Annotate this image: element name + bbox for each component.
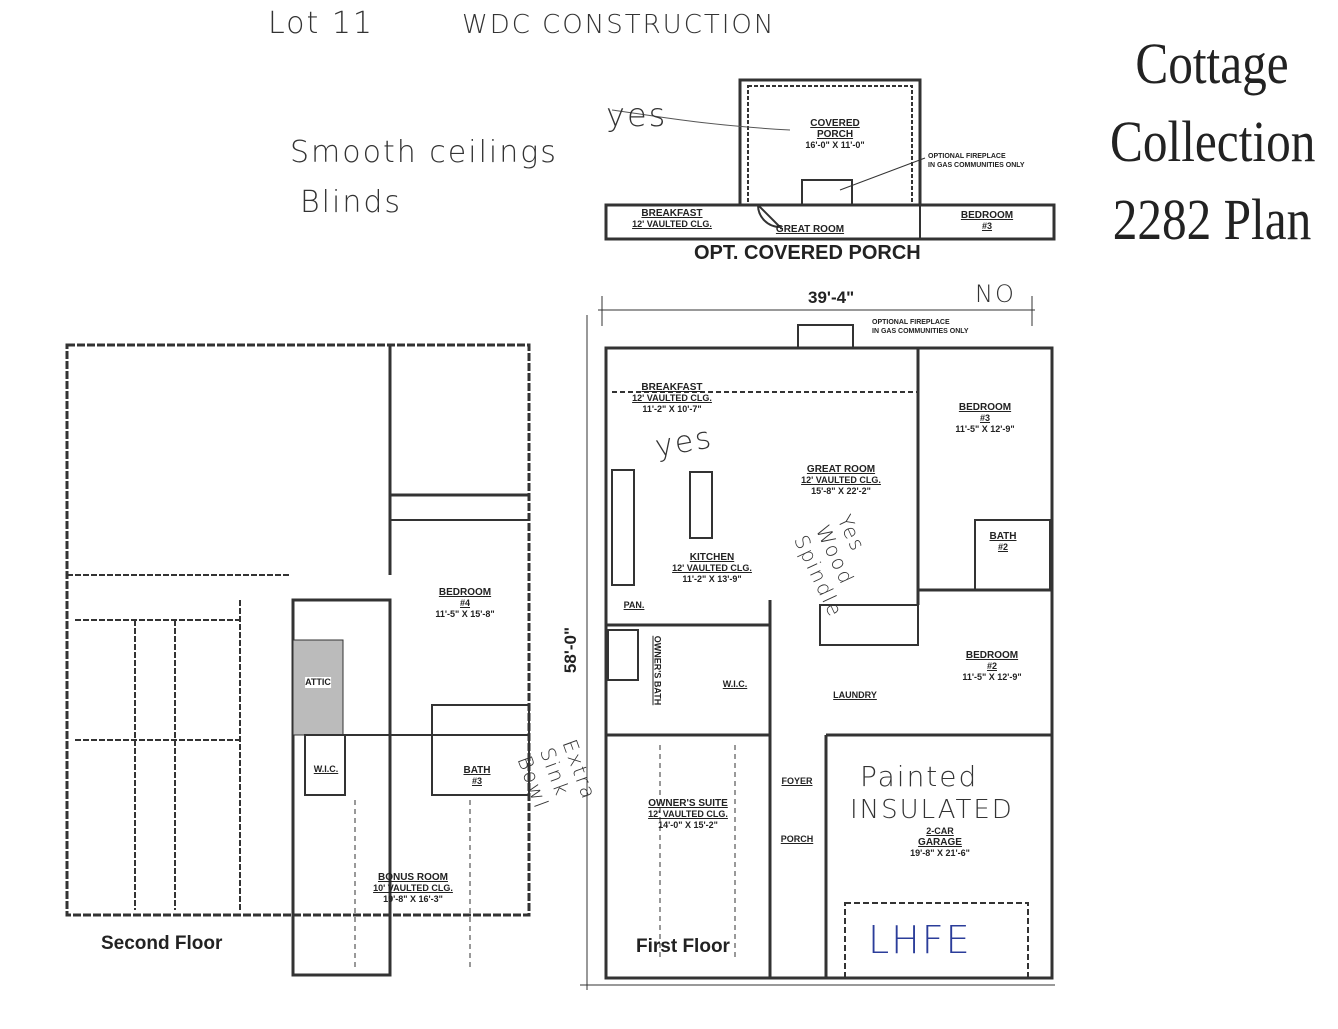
laundry-label: LAUNDRY	[833, 690, 877, 701]
room-num: #3	[981, 221, 993, 231]
room-ceiling: 12' VAULTED CLG.	[648, 809, 728, 819]
plan-title-line: Cottage	[1135, 31, 1289, 96]
room-ceiling: 12' VAULTED CLG.	[801, 475, 881, 485]
room-name: BREAKFAST	[641, 382, 703, 393]
opt-porch-drawing	[604, 78, 1056, 241]
opt-fireplace-note: OPTIONAL FIREPLACE IN GAS COMMUNITIES ON…	[928, 152, 1025, 170]
note-garage-insulated: INSULATED	[850, 795, 1014, 825]
room-dims: 11'-5" X 12'-9"	[955, 424, 1015, 434]
wic-2-label: W.I.C.	[314, 764, 339, 775]
opt-great-room-label: GREAT ROOM	[776, 224, 844, 235]
room-name: BEDROOM	[965, 650, 1019, 661]
note-lhfe: LHFE	[868, 918, 972, 962]
note-line: IN GAS COMMUNITIES ONLY	[872, 328, 969, 335]
bath2-label: BATH #2	[989, 531, 1016, 553]
fireplace-note: OPTIONAL FIREPLACE IN GAS COMMUNITIES ON…	[872, 318, 969, 336]
room-name: GREAT ROOM	[775, 224, 845, 235]
second-floor-drawing	[65, 343, 531, 977]
room-ceiling: 12' VAULTED CLG.	[672, 563, 752, 573]
room-name: FOYER	[781, 776, 813, 786]
note-porch-yes: yes	[606, 96, 668, 134]
wic-label: W.I.C.	[723, 679, 748, 690]
room-name: LAUNDRY	[833, 690, 877, 700]
plan-title: Cottage Collection 2282 Plan	[1110, 25, 1316, 259]
depth-dimension: 58'-0"	[561, 626, 581, 674]
note-smooth-ceilings: Smooth ceilings	[290, 135, 558, 170]
room-name: COVERED PORCH	[810, 118, 860, 140]
room-dims: 16'-0" X 11'-0"	[805, 140, 865, 150]
room-num: #2	[986, 661, 998, 671]
note-line: IN GAS COMMUNITIES ONLY	[928, 162, 1025, 169]
room-num: #3	[471, 776, 482, 786]
garage-label: 2-CAR GARAGE 19'-8" X 21'-6"	[910, 826, 970, 859]
breakfast-label: BREAKFAST 12' VAULTED CLG. 11'-2" X 10'-…	[632, 382, 712, 415]
attic-label: ATTIC	[305, 677, 331, 688]
room-name: BATH	[463, 765, 491, 776]
room-name: OWNER'S SUITE	[648, 798, 728, 809]
room-name: BEDROOM	[960, 210, 1014, 221]
room-dims: 15'-8" X 22'-2"	[811, 486, 871, 496]
room-dims: 11'-2" X 10'-7"	[642, 404, 702, 414]
room-name: PORCH	[780, 834, 814, 844]
room-name: W.I.C.	[313, 764, 339, 774]
plan-title-line: Collection	[1110, 109, 1316, 174]
plan-title-line: 2282 Plan	[1112, 187, 1312, 252]
room-dims: 11'-5" X 15'-8"	[435, 609, 495, 619]
room-name: BEDROOM	[958, 402, 1012, 413]
room-name: BONUS ROOM	[377, 872, 448, 883]
owners-suite-label: OWNER'S SUITE 12' VAULTED CLG. 14'-0" X …	[648, 798, 728, 831]
second-floor-label: Second Floor	[101, 933, 223, 954]
pantry-label: PAN.	[624, 600, 645, 611]
first-floor-drawing	[580, 296, 1055, 990]
foyer-label: FOYER	[781, 776, 812, 787]
bedroom3-label: BEDROOM #3 11'-5" X 12'-9"	[955, 402, 1014, 435]
bath3-label: BATH #3	[463, 765, 490, 787]
room-name: GARAGE	[918, 837, 962, 848]
room-dims: 11'-5" X 12'-9"	[962, 672, 1022, 682]
room-num: #3	[979, 413, 991, 423]
great-room-label: GREAT ROOM 12' VAULTED CLG. 15'-8" X 22'…	[801, 464, 881, 497]
room-dims: 19'-8" X 16'-3"	[383, 894, 443, 904]
room-name: BEDROOM	[438, 587, 492, 598]
opt-covered-porch-label: COVERED PORCH 16'-0" X 11'-0"	[805, 118, 865, 151]
bonus-room-label: BONUS ROOM 10' VAULTED CLG. 19'-8" X 16'…	[373, 872, 453, 905]
builder-name: WDC CONSTRUCTION	[462, 10, 776, 40]
bedroom4-label: BEDROOM #4 11'-5" X 15'-8"	[435, 587, 494, 620]
room-name: KITCHEN	[689, 552, 735, 563]
room-num: #2	[997, 542, 1008, 552]
kitchen-label: KITCHEN 12' VAULTED CLG. 11'-2" X 13'-9"	[672, 552, 752, 585]
room-dims: 19'-8" X 21'-6"	[910, 848, 970, 858]
note-line: OPTIONAL FIREPLACE	[928, 153, 1006, 160]
room-name: ATTIC	[305, 677, 331, 687]
note-fireplace-no: NO	[975, 280, 1016, 308]
bedroom2-label: BEDROOM #2 11'-5" X 12'-9"	[962, 650, 1021, 683]
owners-bath-label: OWNER'S BATH	[652, 636, 663, 705]
opt-bedroom3-label: BEDROOM #3	[961, 210, 1013, 232]
room-num: #4	[459, 598, 471, 608]
room-name: W.I.C.	[722, 679, 748, 689]
room-ceiling: 12' VAULTED CLG.	[632, 393, 712, 403]
note-line: OPTIONAL FIREPLACE	[872, 319, 950, 326]
room-name: 2-CAR	[926, 826, 954, 836]
room-ceiling: 10' VAULTED CLG.	[373, 883, 453, 893]
note-garage-painted: Painted	[860, 760, 979, 793]
note-blinds: Blinds	[300, 185, 402, 220]
porch-label: PORCH	[781, 834, 814, 845]
room-name: PAN.	[623, 600, 645, 610]
room-dims: 11'-2" X 13'-9"	[682, 574, 742, 584]
room-name: OWNER'S BATH	[652, 635, 663, 706]
room-name: BATH	[989, 531, 1017, 542]
room-dims: 14'-0" X 15'-2"	[658, 820, 718, 830]
opt-breakfast-label: BREAKFAST 12' VAULTED CLG.	[632, 208, 712, 230]
room-ceiling: 12' VAULTED CLG.	[632, 219, 712, 229]
room-name: GREAT ROOM	[806, 464, 876, 475]
lot-number: Lot 11	[268, 6, 375, 41]
first-floor-label: First Floor	[636, 936, 730, 957]
opt-covered-porch-title: OPT. COVERED PORCH	[694, 242, 921, 264]
width-dimension: 39'-4"	[808, 288, 855, 307]
room-name: BREAKFAST	[641, 208, 703, 219]
